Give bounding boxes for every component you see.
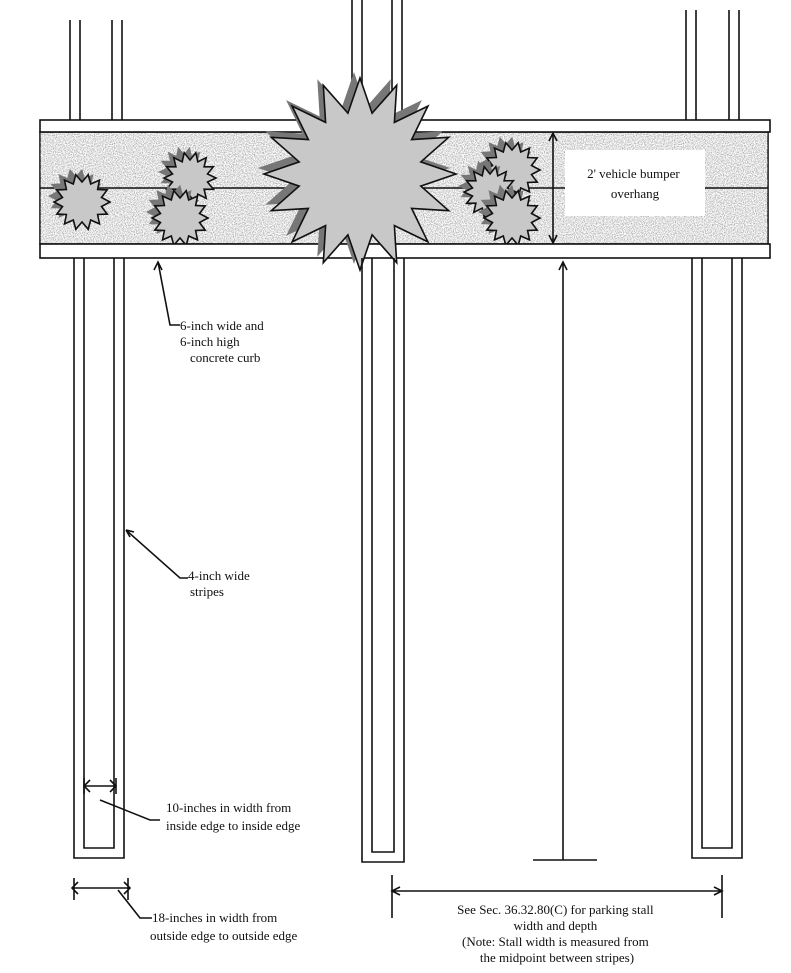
shrubs bbox=[48, 136, 542, 247]
inside-width-dimension bbox=[82, 778, 160, 821]
shrub-icon bbox=[261, 75, 459, 273]
stripe-right-top bbox=[685, 10, 740, 120]
stall-note: See Sec. 36.32.80(C) for parking stall w… bbox=[457, 902, 657, 965]
outside-width-dimension bbox=[70, 878, 152, 919]
curb-bottom bbox=[39, 243, 771, 259]
inside-width-label: 10-inches in width from inside edge to i… bbox=[166, 800, 301, 833]
stall-depth-arrow bbox=[533, 260, 597, 861]
stripe-right bbox=[691, 258, 743, 859]
shrub-icon bbox=[150, 189, 210, 247]
stripes-label: 4-inch wide stripes bbox=[188, 568, 253, 599]
overhang-dimension-arrow bbox=[548, 131, 558, 245]
shrub-icon bbox=[52, 173, 112, 231]
stall-width-dimension bbox=[390, 875, 724, 918]
bumper-overhang-box bbox=[565, 150, 705, 216]
outside-width-label: 18-inches in width from outside edge to … bbox=[150, 910, 298, 943]
stripes-leader bbox=[125, 529, 188, 579]
stripe-left bbox=[73, 258, 125, 859]
large-shrub bbox=[258, 72, 459, 273]
curb-label: 6-inch wide and 6-inch high concrete cur… bbox=[180, 318, 267, 365]
bumper-overhang-label: 2' vehicle bumper overhang bbox=[587, 166, 683, 201]
stripe-left-top bbox=[69, 20, 123, 120]
stripe-middle-top bbox=[351, 0, 403, 120]
curb-leader bbox=[153, 260, 180, 326]
stripe-middle bbox=[361, 258, 405, 863]
shrub-icon bbox=[482, 189, 542, 247]
